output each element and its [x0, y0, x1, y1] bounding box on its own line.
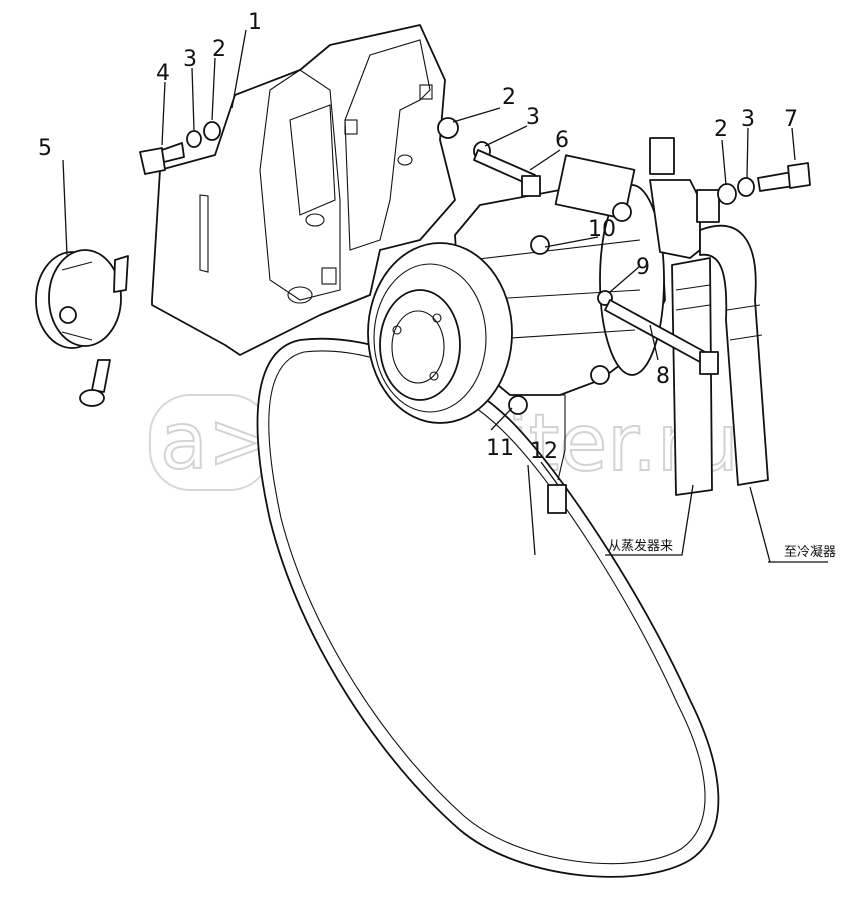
label-to-condenser: 至冷凝器	[784, 544, 836, 560]
discharge-hose	[699, 224, 769, 486]
suction-hose	[671, 257, 713, 496]
callout-5: 5	[38, 136, 52, 161]
svg-text:a>: a>	[160, 397, 273, 487]
callout-numbers: 1 2 3 4 5 2 3 6 2 3 7 10 9 8 11 12	[38, 10, 798, 464]
label-from-evaporator: 从蒸发器来	[608, 538, 673, 554]
compressor	[367, 154, 666, 514]
callout-2-right: 2	[714, 117, 728, 142]
callout-6: 6	[555, 128, 569, 153]
refrigerant-hoses	[649, 137, 769, 496]
callout-2-mid: 2	[502, 85, 516, 110]
callout-7: 7	[784, 107, 798, 132]
callout-10: 10	[588, 217, 616, 242]
callout-4: 4	[156, 61, 170, 86]
drive-belt	[256, 337, 720, 878]
callout-2-left: 2	[212, 37, 226, 62]
callout-8: 8	[656, 364, 670, 389]
hose-labels: 从蒸发器来 至冷凝器	[608, 538, 836, 560]
callout-3-mid: 3	[526, 105, 540, 130]
left-fasteners	[139, 121, 221, 175]
callout-11: 11	[486, 436, 514, 461]
leader-lines	[62, 29, 828, 563]
callout-9: 9	[636, 255, 650, 280]
right-fasteners	[604, 162, 811, 375]
mounting-bracket	[151, 24, 456, 356]
connector-icon	[547, 484, 567, 514]
upper-fasteners	[437, 117, 541, 197]
callout-12: 12	[530, 439, 558, 464]
callout-1: 1	[248, 10, 262, 35]
idler-pulley	[35, 249, 129, 407]
callout-3-right: 3	[741, 107, 755, 132]
callout-3-left: 3	[183, 47, 197, 72]
